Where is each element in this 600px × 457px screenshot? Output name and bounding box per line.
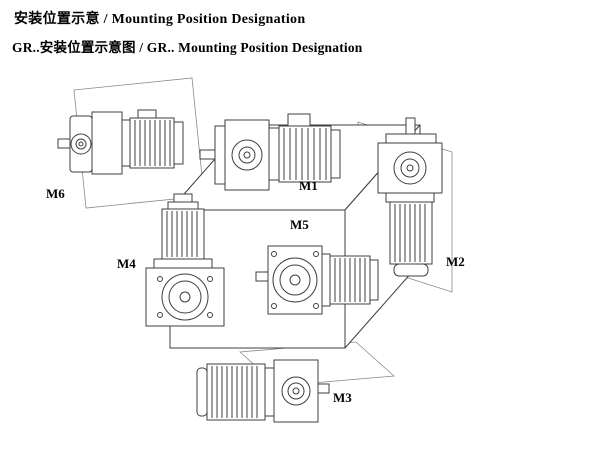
page-subtitle: GR..安装位置示意图 / GR.. Mounting Position Des… <box>12 40 363 55</box>
m6-adapter <box>122 120 130 166</box>
gearmotor-m2 <box>378 118 442 276</box>
m2-adapter <box>386 193 434 202</box>
m6-terminal-box <box>138 110 156 118</box>
position-label-m3: M3 <box>333 390 352 405</box>
m3-fan-cover <box>197 368 207 416</box>
m1-flange <box>215 126 225 184</box>
m6-cooling-fins <box>135 120 170 166</box>
position-label-m6: M6 <box>46 186 65 201</box>
position-label-m5: M5 <box>290 217 309 232</box>
gearmotor-m6 <box>58 110 183 174</box>
m1-adapter <box>269 128 279 180</box>
m1-cooling-fins <box>284 128 326 180</box>
m5-adapter <box>322 254 330 306</box>
m6-end-cap <box>174 122 183 164</box>
m1-terminal-box <box>288 114 310 126</box>
position-label-m4: M4 <box>117 256 136 271</box>
m6-gearbox <box>92 112 122 174</box>
m4-fan-hub <box>174 194 192 202</box>
m5-cooling-fins <box>335 258 365 302</box>
m4-flange <box>154 259 212 268</box>
m3-adapter <box>265 368 274 416</box>
m3-output-shaft <box>318 384 329 393</box>
gearmotor-m3 <box>197 360 329 422</box>
gearmotor-m4 <box>146 194 224 326</box>
m2-output-shaft <box>406 118 415 134</box>
m2-fan-cover <box>394 264 428 276</box>
page-title: 安装位置示意 / Mounting Position Designation <box>14 12 306 27</box>
m2-motor-body <box>390 202 432 264</box>
m3-motor-body <box>207 364 265 420</box>
m3-cooling-fins <box>212 366 257 418</box>
position-label-m1: M1 <box>299 178 318 193</box>
m2-cooling-fins <box>395 204 425 262</box>
m1-output-shaft <box>200 150 215 159</box>
m1-end-cap <box>331 130 340 178</box>
m6-output-shaft <box>58 139 70 148</box>
m4-motor-body <box>162 209 204 259</box>
position-label-m2: M2 <box>446 254 465 269</box>
m5-output-shaft <box>256 272 268 281</box>
gearmotor-m1 <box>200 114 340 190</box>
m2-top-flange <box>386 134 436 143</box>
m4-fan-cover <box>168 202 198 209</box>
gearmotor-m5 <box>256 246 378 314</box>
m5-end-cap <box>370 260 378 300</box>
m1-motor-body <box>279 126 331 182</box>
m4-cooling-fins <box>167 211 197 257</box>
m6-motor-body <box>130 118 174 168</box>
